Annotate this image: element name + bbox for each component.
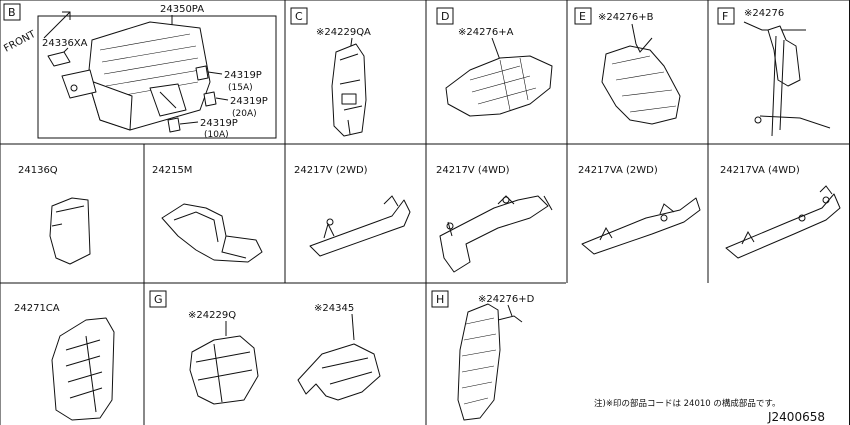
cell-d-letter: D: [441, 10, 449, 23]
harness-protector-d: [445, 55, 553, 117]
fuse-10a: [167, 117, 181, 133]
bracket-24217va-2wd: [581, 197, 701, 255]
part-label-24336xa: 24336XA: [42, 38, 88, 49]
bracket-24217v-2wd: [309, 199, 411, 257]
cell-g: G ※24229Q ※24345: [149, 290, 381, 405]
relay-box-front: [87, 79, 133, 131]
cell-24215m: 24215M: [152, 165, 263, 263]
part-label-20a: (20A): [232, 109, 257, 119]
cell-e-letter: E: [579, 10, 586, 23]
cell-24217v-2wd: 24217V (2WD): [294, 165, 411, 257]
drawing-code: J2400658: [767, 410, 825, 424]
part-label-24319p-20a: 24319P: [230, 96, 268, 107]
connector-housing-24271ca: [51, 317, 115, 421]
harness-clip-f: [767, 25, 801, 87]
cell-c: C ※24229QA: [290, 7, 371, 137]
fuse-15a: [195, 65, 209, 81]
part-label-24229q: ※24229Q: [188, 310, 236, 321]
connector-block: [47, 51, 71, 67]
cell-f-letter: F: [722, 10, 728, 23]
cell-24271ca: 24271CA: [14, 303, 115, 421]
cell-24136q: 24136Q: [18, 165, 91, 265]
cell-24217v-4wd: 24217V (4WD): [436, 165, 553, 273]
cell-e: E ※24276+B: [574, 7, 681, 125]
cell-g-letter: G: [154, 293, 163, 306]
harness-clip-24215m: [161, 203, 263, 263]
cell-b-letter: B: [8, 6, 16, 19]
part-label-24319p-10a: 24319P: [200, 118, 238, 129]
front-label: FRONT: [2, 28, 38, 54]
part-label-24345: ※24345: [314, 303, 354, 314]
part-label-24276-d: ※24276+D: [478, 294, 535, 305]
mount-bracket: [61, 69, 97, 99]
part-label-24276-b: ※24276+B: [598, 12, 654, 23]
bracket-24217va-4wd: [725, 193, 841, 259]
fuse-20a: [203, 91, 217, 107]
part-label-24217v-4wd: 24217V (4WD): [436, 165, 510, 176]
part-label-24217v-2wd: 24217V (2WD): [294, 165, 368, 176]
cell-b: B FRONT 24350PA 24336XA 24319P (15A) 243…: [2, 3, 277, 140]
detail-frame: [37, 15, 277, 139]
part-label-24217va-2wd: 24217VA (2WD): [578, 165, 658, 176]
part-label-24319p-15a: 24319P: [224, 70, 262, 81]
part-label-24276-a: ※24276+A: [458, 27, 514, 38]
part-label-24217va-4wd: 24217VA (4WD): [720, 165, 800, 176]
relay-bracket-24229q: [189, 335, 259, 405]
cell-h: H ※24276+D: [431, 290, 535, 421]
part-label-24136q: 24136Q: [18, 165, 58, 176]
part-label-10a: (10A): [204, 130, 229, 140]
cell-h-letter: H: [436, 293, 444, 306]
harness-protector-h: [457, 303, 501, 421]
part-label-24215m: 24215M: [152, 165, 192, 176]
cover-24345: [297, 343, 381, 401]
connector-cover-24136q: [49, 197, 91, 265]
part-label-24350pa: 24350PA: [160, 4, 204, 15]
cell-24217va-2wd: 24217VA (2WD): [578, 165, 701, 255]
cell-f: F ※24276: [717, 7, 831, 137]
part-label-24276: ※24276: [744, 8, 784, 19]
part-label-24271ca: 24271CA: [14, 303, 60, 314]
cell-c-letter: C: [295, 10, 303, 23]
part-label-15a: (15A): [228, 83, 253, 93]
relay-bracket-24229qa: [331, 43, 367, 137]
bracket-24217v-4wd: [439, 195, 549, 273]
footnote: 注)※印の部品コードは 24010 の構成部品です。: [594, 398, 781, 409]
cell-d: D ※24276+A: [436, 7, 553, 117]
part-label-24229qa: ※24229QA: [316, 27, 371, 38]
cell-24217va-4wd: 24217VA (4WD): [720, 165, 841, 259]
